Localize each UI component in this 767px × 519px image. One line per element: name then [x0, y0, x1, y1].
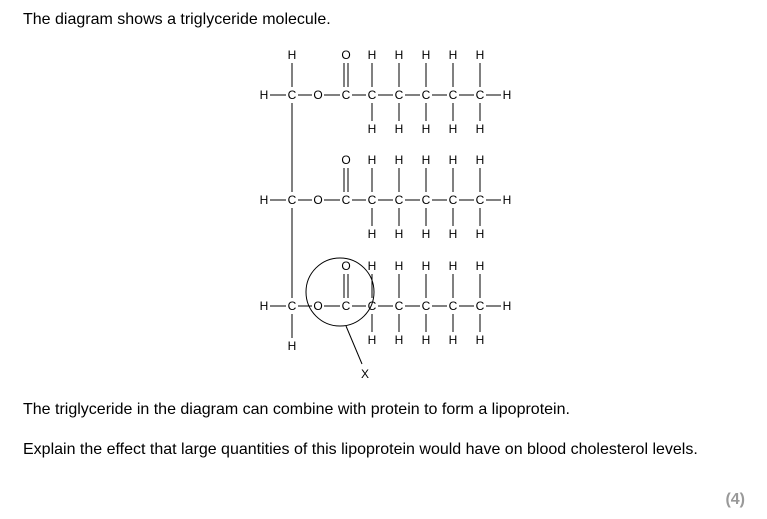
- hydrogen-atom: H: [395, 333, 404, 347]
- ester-bond-highlight-circle: [305, 257, 375, 327]
- chain-carbon-atom: C: [449, 299, 458, 313]
- hydrogen-atom: H: [422, 122, 431, 136]
- hydrogen-atom: H: [476, 122, 485, 136]
- chain-carbon-atom: C: [395, 88, 404, 102]
- chain-carbon-atom: C: [395, 299, 404, 313]
- ester-oxygen-atom: O: [313, 88, 322, 102]
- hydrogen-atom: H: [368, 227, 377, 241]
- hydrogen-atom: H: [395, 259, 404, 273]
- ester-oxygen-atom: O: [313, 193, 322, 207]
- question-intro: The diagram shows a triglyceride molecul…: [23, 11, 331, 28]
- chain-carbon-atom: C: [476, 299, 485, 313]
- hydrogen-atom: H: [422, 259, 431, 273]
- glycerol-carbon-atom: C: [288, 299, 297, 313]
- marks-label: (4): [725, 491, 745, 508]
- carbonyl-oxygen-atom: O: [341, 259, 350, 273]
- hydrogen-atom: H: [476, 227, 485, 241]
- hydrogen-atom: H: [503, 193, 512, 207]
- hydrogen-atom: H: [422, 153, 431, 167]
- hydrogen-atom: H: [503, 299, 512, 313]
- hydrogen-atom: H: [476, 333, 485, 347]
- chain-carbon-atom: C: [449, 193, 458, 207]
- chain-carbon-atom: C: [368, 88, 377, 102]
- hydrogen-atom: H: [503, 88, 512, 102]
- chain-carbon-atom: C: [476, 88, 485, 102]
- hydrogen-atom: H: [476, 48, 485, 62]
- carbonyl-oxygen-atom: O: [341, 48, 350, 62]
- hydrogen-atom: H: [260, 88, 269, 102]
- question-instruction: Explain the effect that large quantities…: [23, 441, 698, 458]
- hydrogen-atom: H: [449, 48, 458, 62]
- hydrogen-atom: H: [422, 227, 431, 241]
- hydrogen-atom: H: [395, 227, 404, 241]
- hydrogen-atom: H: [395, 48, 404, 62]
- hydrogen-atom: H: [449, 227, 458, 241]
- hydrogen-atom: H: [368, 333, 377, 347]
- hydrogen-atom: H: [368, 259, 377, 273]
- chain-carbon-atom: C: [422, 193, 431, 207]
- chain-carbon-atom: C: [422, 299, 431, 313]
- hydrogen-atom: H: [449, 333, 458, 347]
- chain-carbon-atom: C: [449, 88, 458, 102]
- label-x: X: [361, 367, 369, 381]
- glycerol-carbon-atom: C: [288, 88, 297, 102]
- hydrogen-atom: H: [368, 48, 377, 62]
- hydrogen-atom: H: [449, 259, 458, 273]
- question-statement: The triglyceride in the diagram can comb…: [23, 401, 570, 418]
- ester-oxygen-atom: O: [313, 299, 322, 313]
- hydrogen-atom: H: [395, 122, 404, 136]
- hydrogen-atom: H: [288, 339, 297, 353]
- hydrogen-atom: H: [449, 153, 458, 167]
- chain-carbon-atom: C: [368, 193, 377, 207]
- carbonyl-carbon-atom: C: [342, 299, 351, 313]
- hydrogen-atom: H: [288, 48, 297, 62]
- carbonyl-carbon-atom: C: [342, 88, 351, 102]
- hydrogen-atom: H: [476, 153, 485, 167]
- hydrogen-atom: H: [449, 122, 458, 136]
- label-pointer-line: [345, 325, 363, 365]
- hydrogen-atom: H: [260, 193, 269, 207]
- hydrogen-atom: H: [368, 153, 377, 167]
- hydrogen-atom: H: [395, 153, 404, 167]
- carbonyl-carbon-atom: C: [342, 193, 351, 207]
- glycerol-carbon-atom: C: [288, 193, 297, 207]
- hydrogen-atom: H: [368, 122, 377, 136]
- chain-carbon-atom: C: [395, 193, 404, 207]
- chain-carbon-atom: C: [422, 88, 431, 102]
- hydrogen-atom: H: [260, 299, 269, 313]
- carbonyl-oxygen-atom: O: [341, 153, 350, 167]
- chain-carbon-atom: C: [476, 193, 485, 207]
- hydrogen-atom: H: [422, 48, 431, 62]
- hydrogen-atom: H: [422, 333, 431, 347]
- chain-carbon-atom: C: [368, 299, 377, 313]
- hydrogen-atom: H: [476, 259, 485, 273]
